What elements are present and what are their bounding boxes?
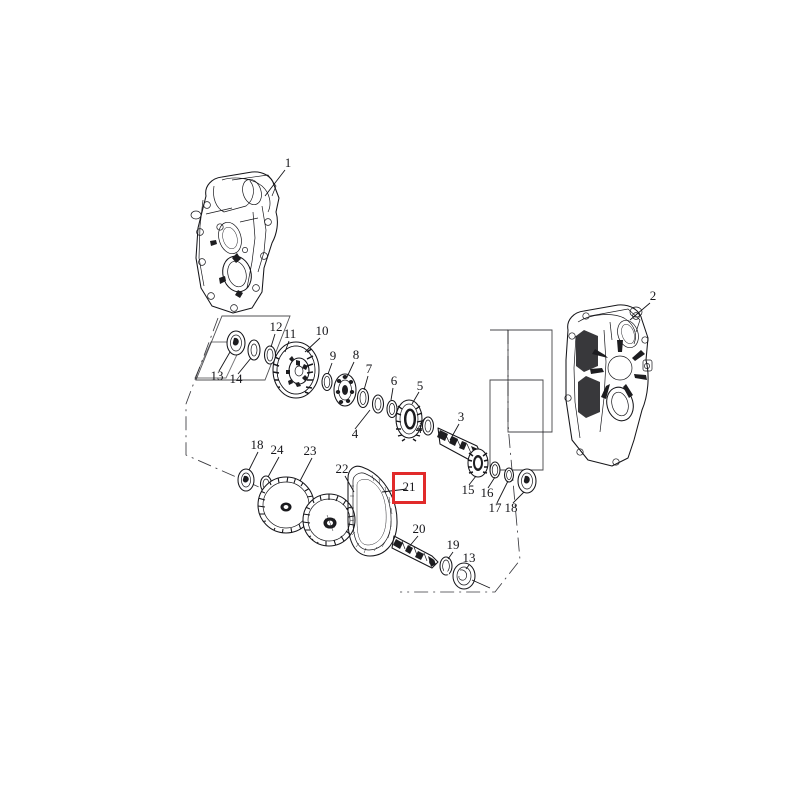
callout-13a: 13 xyxy=(211,368,224,383)
callout-18a: 18 xyxy=(505,500,518,515)
part-gearcase-housing-left xyxy=(190,171,280,314)
part-3-input-shaft-splined xyxy=(437,427,484,465)
callout-22: 22 xyxy=(336,461,349,476)
callout-4a: 4 xyxy=(352,426,359,441)
part-13-seal-oil-b xyxy=(452,562,491,590)
callout-21: 21 xyxy=(403,479,416,494)
callout-3: 3 xyxy=(458,409,465,424)
leader-lines xyxy=(218,169,651,570)
part-13-seal-oil xyxy=(226,330,246,356)
part-14-bearing-ball xyxy=(247,339,261,361)
callout-4b: 4 xyxy=(416,421,423,436)
callout-11: 11 xyxy=(284,326,297,341)
callout-7: 7 xyxy=(366,361,373,376)
chain-links xyxy=(349,474,393,554)
callout-23: 23 xyxy=(304,443,317,458)
callout-6: 6 xyxy=(391,373,398,388)
part-18-bearing-outer-b xyxy=(237,468,255,492)
part-9-washer-flat xyxy=(321,372,333,392)
callout-17: 17 xyxy=(489,500,503,515)
callout-12: 12 xyxy=(270,319,283,334)
callout-10: 10 xyxy=(316,323,329,338)
part-7-bushing xyxy=(356,387,370,409)
part-22-sprocket-driven xyxy=(302,493,356,547)
callout-16: 16 xyxy=(481,485,495,500)
callout-1: 1 xyxy=(285,155,292,170)
callout-24: 24 xyxy=(271,442,285,457)
callout-19: 19 xyxy=(447,537,460,552)
callout-14: 14 xyxy=(230,371,244,386)
callout-9: 9 xyxy=(330,348,337,363)
part-4-thrust-washer-b xyxy=(421,416,435,436)
part-16-spacer-thin xyxy=(489,461,501,479)
part-19-snap-ring xyxy=(439,556,453,576)
part-5-gear-driven xyxy=(395,399,423,442)
part-10-gear-large-toothed xyxy=(272,341,320,399)
callout-labels: 1 2 3 4 4 5 6 7 8 9 10 11 12 13 13 14 15… xyxy=(211,155,657,565)
part-20-output-shaft xyxy=(391,535,439,569)
part-gearcase-cover-right xyxy=(564,304,653,467)
part-21-drive-chain xyxy=(347,465,398,557)
part-18-bearing-outer-a xyxy=(517,468,537,494)
callout-13b: 13 xyxy=(463,550,476,565)
callout-2: 2 xyxy=(650,288,657,303)
part-15-gear-pinion xyxy=(467,448,489,478)
section-boundary-left xyxy=(185,317,301,506)
callout-15: 15 xyxy=(462,482,475,497)
frame-box-right xyxy=(489,329,553,471)
callout-8: 8 xyxy=(353,347,360,362)
part-17-retaining-ring xyxy=(503,467,515,483)
part-12-shim-ring xyxy=(263,345,277,365)
part-6-spacer-ring xyxy=(386,399,398,419)
callout-5: 5 xyxy=(417,378,424,393)
part-4-thrust-washer-a xyxy=(371,394,385,414)
part-8-bearing-roller xyxy=(333,373,357,407)
callout-20: 20 xyxy=(413,521,426,536)
callout-18b: 18 xyxy=(251,437,264,452)
